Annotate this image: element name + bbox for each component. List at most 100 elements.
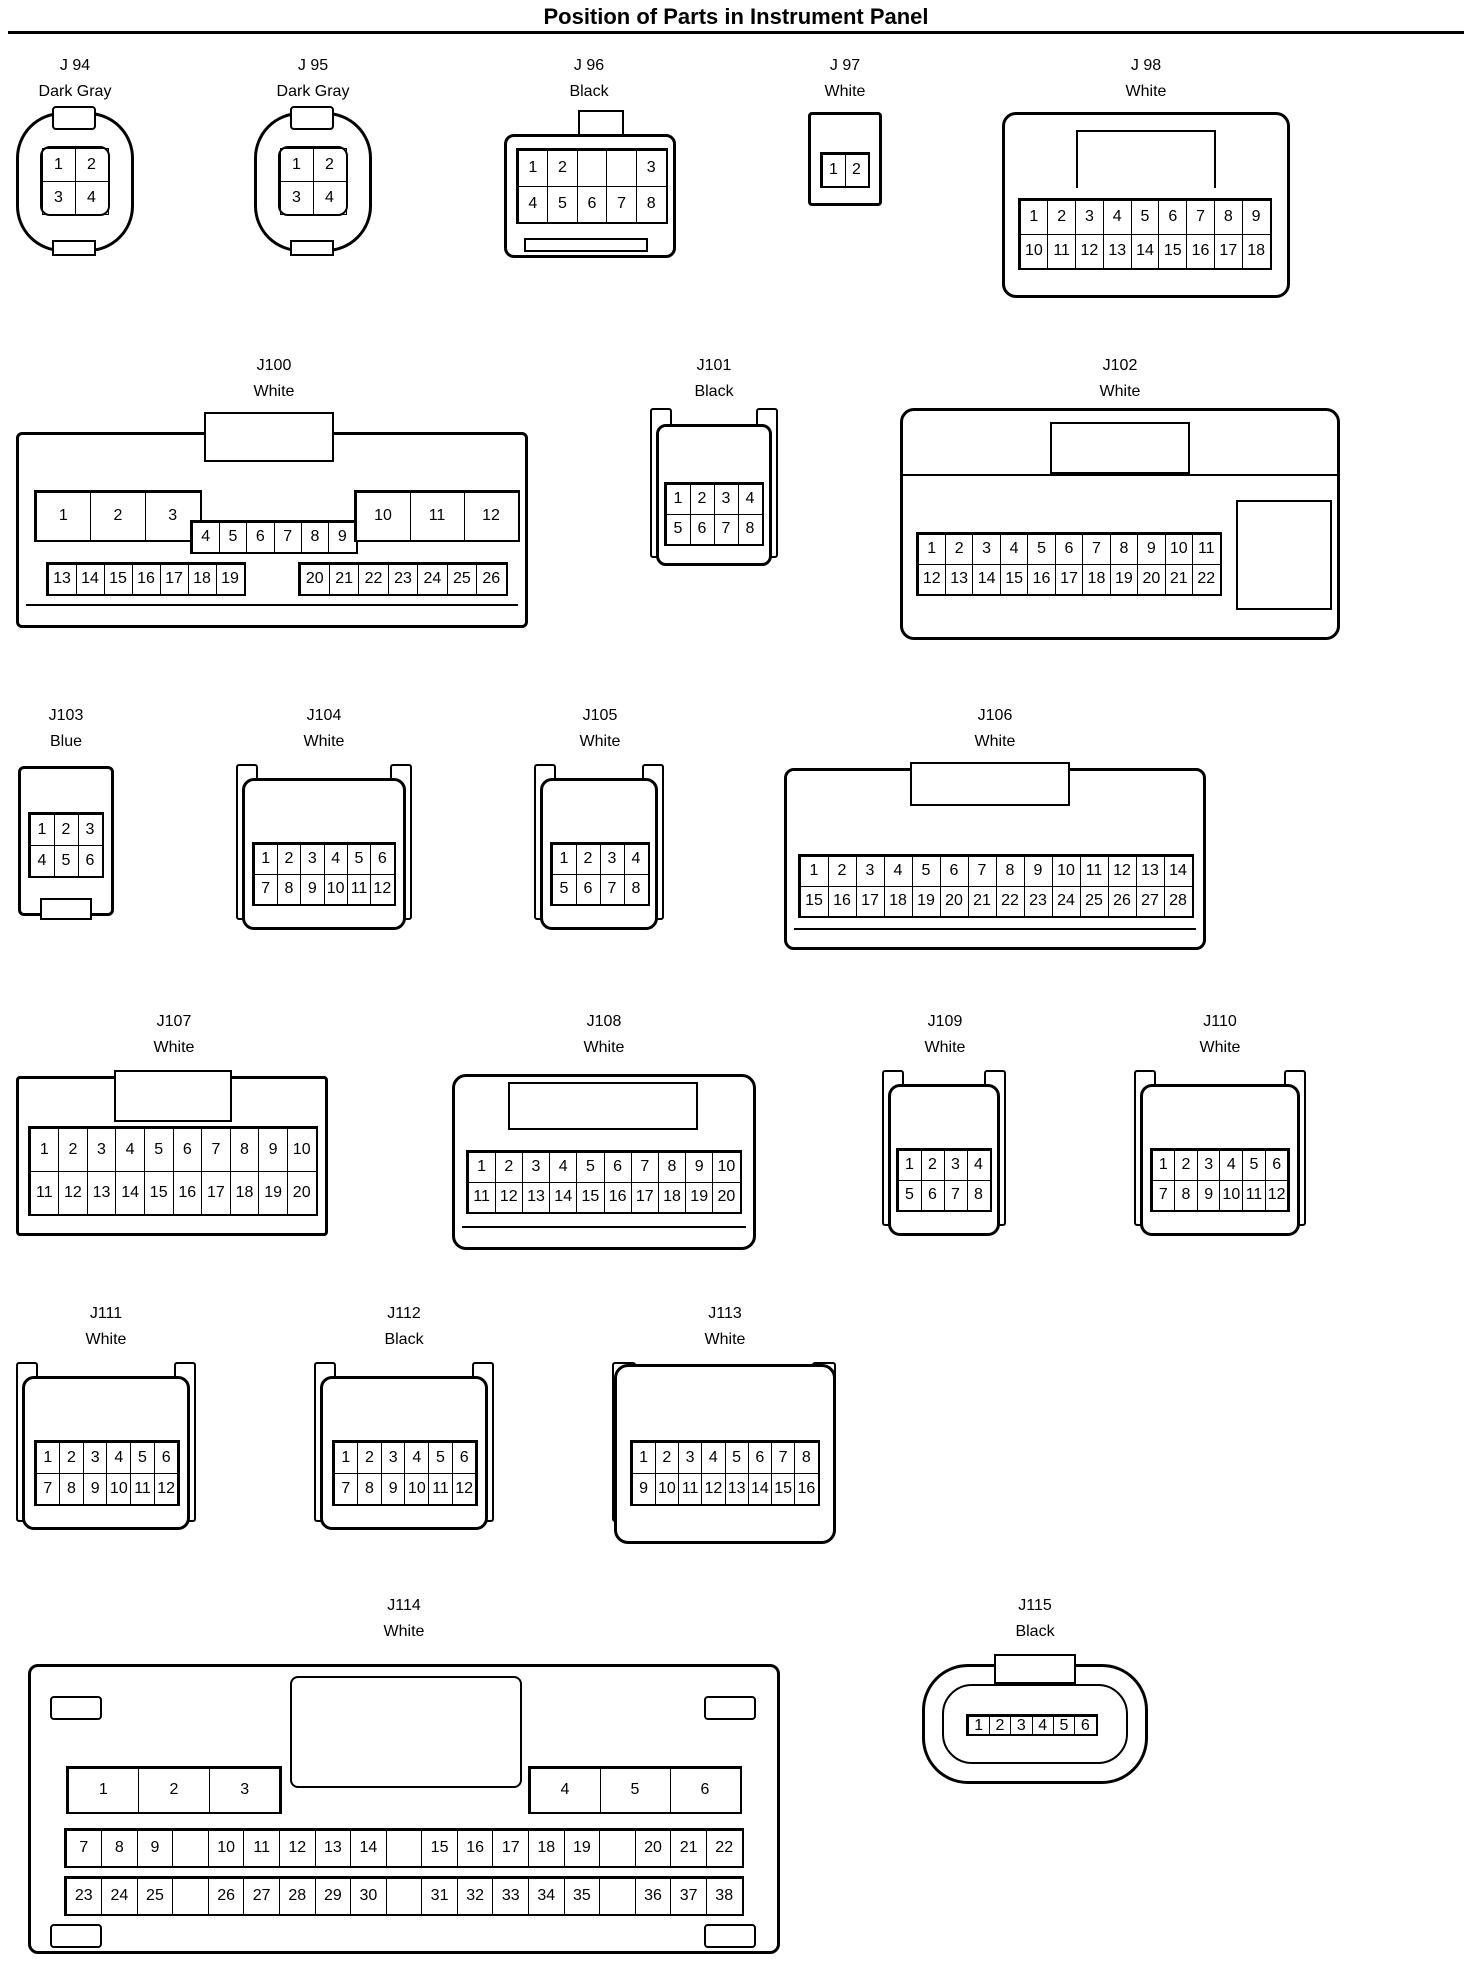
terminal-pin: 12 [917, 563, 946, 595]
lock-tab [52, 240, 96, 256]
terminal-pin: 19 [215, 563, 245, 595]
terminal-pin: 2 [53, 813, 79, 846]
connector-color: White [253, 383, 295, 400]
terminal-pin: 9 [1241, 199, 1271, 235]
terminal-pin: 7 [1082, 533, 1111, 565]
blank-cavity [172, 1829, 209, 1867]
terminal-pin: 2 [1174, 1149, 1198, 1181]
terminal-pin: 4 [883, 855, 913, 887]
terminal-pin: 9 [258, 1127, 288, 1172]
terminal-pin: 10 [712, 1151, 741, 1183]
terminal-pin: 7 [713, 513, 739, 545]
terminal-pin: 6 [153, 1441, 179, 1474]
terminal-pin: 13 [521, 1181, 551, 1213]
terminal-pin: 28 [1163, 885, 1193, 917]
terminal-pin: 10 [404, 1472, 430, 1505]
terminal-pin: 7 [1186, 199, 1215, 235]
blank-cavity [606, 149, 637, 187]
connector-housing [900, 408, 1340, 640]
terminal-pin: 12 [701, 1472, 726, 1505]
terminal-pin: 3 [1010, 1715, 1033, 1736]
terminal-pin: 7 [273, 521, 302, 553]
terminal-pin: 8 [794, 1441, 819, 1474]
connector-color: Dark Gray [38, 83, 112, 100]
lock-bar [462, 1226, 746, 1228]
connector-color: Black [694, 383, 734, 400]
terminal-pin: 15 [771, 1472, 796, 1505]
terminal-pin: 5 [1130, 199, 1160, 235]
connector-color: White [153, 1039, 195, 1056]
mount-ear-top-right [704, 1696, 756, 1720]
aux-socket [1236, 500, 1332, 610]
terminal-pin: 1 [1019, 199, 1049, 235]
terminal-pin: 6 [1054, 533, 1084, 565]
terminal-pin: 12 [153, 1472, 179, 1505]
terminal-pin: 3 [635, 149, 667, 187]
terminal-pin: 8 [300, 521, 330, 553]
terminal-pin: 36 [634, 1877, 672, 1915]
terminal-pin: 37 [670, 1877, 707, 1915]
connector-code: J101 [696, 357, 732, 374]
terminal-pin: 9 [82, 1472, 108, 1505]
connector-color: White [383, 1623, 425, 1640]
terminal-pin: 13 [724, 1472, 749, 1505]
terminal-pin: 5 [346, 843, 372, 875]
terminal-pin: 12 [1107, 855, 1137, 887]
terminal-pin: 27 [243, 1877, 280, 1915]
connector-code: J115 [1018, 1597, 1052, 1614]
terminal-pin: 35 [563, 1877, 601, 1915]
terminal-pin: 9 [1137, 533, 1166, 565]
terminal-pin: 2 [689, 483, 715, 515]
terminal-pin: 15 [1158, 233, 1188, 269]
terminal-pin: 3 [208, 1767, 281, 1813]
terminal-pin: 5 [53, 844, 79, 877]
terminal-pin: 4 [517, 185, 549, 223]
terminal-pin: 17 [1213, 233, 1243, 269]
terminal-pin: 10 [323, 873, 348, 905]
terminal-pin: 1 [917, 533, 946, 565]
terminal-pin: 16 [172, 1170, 203, 1215]
terminal-pin: 4 [323, 843, 348, 875]
terminal-pin: 15 [999, 563, 1029, 595]
terminal-pin: 3 [86, 1127, 117, 1172]
terminal-pin: 4 [966, 1149, 991, 1181]
terminal-pin: 11 [1079, 855, 1109, 887]
terminal-pin: 19 [1109, 563, 1139, 595]
terminal-pin: 5 [897, 1179, 922, 1211]
terminal-pin: 16 [827, 885, 857, 917]
connector-color: White [579, 733, 621, 750]
terminal-pin: 17 [855, 885, 885, 917]
terminal-pin: 12 [370, 873, 395, 905]
latch-tab [52, 106, 96, 130]
connector-code: J104 [306, 707, 342, 724]
terminal-pin: 2 [654, 1441, 679, 1474]
terminal-pin: 24 [417, 563, 448, 595]
terminal-pin: 15 [799, 885, 829, 917]
terminal-pin: 1 [517, 149, 549, 187]
terminal-pin: 17 [201, 1170, 231, 1215]
terminal-pin: 5 [576, 1151, 605, 1183]
terminal-pin: 2 [58, 1127, 88, 1172]
terminal-pin: 1 [897, 1149, 922, 1181]
terminal-pin: 4 [549, 1151, 578, 1183]
terminal-pin: 1 [467, 1151, 496, 1183]
terminal-pin: 22 [358, 563, 389, 595]
terminal-pin: 21 [967, 885, 997, 917]
terminal-pin: 22 [995, 885, 1025, 917]
connector-color: Blue [49, 733, 83, 750]
connector-color: Black [569, 83, 609, 100]
terminal-pin: 6 [1264, 1149, 1289, 1181]
terminal-pin: 3 [972, 533, 1001, 565]
terminal-pin: 7 [967, 855, 997, 887]
